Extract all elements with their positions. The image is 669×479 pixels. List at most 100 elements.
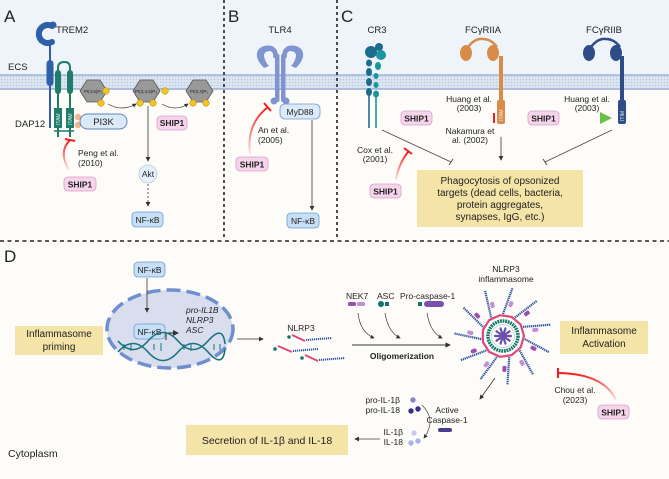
dna-helix-icon bbox=[117, 331, 226, 362]
nek7-unit bbox=[470, 348, 477, 354]
arrow-pip3-pip34 bbox=[161, 103, 189, 109]
ship1-badge-c-cr3 bbox=[369, 183, 402, 199]
arrow-nek7 bbox=[357, 312, 375, 339]
pip2-lipid-icon: PI(4,5)P₂ bbox=[79, 79, 110, 107]
ship1-label: SHIP1 bbox=[601, 408, 626, 418]
ship1-badge-b bbox=[235, 156, 269, 172]
citation-an-1: An et al. bbox=[258, 125, 289, 135]
phagocytosis-line-1: Phagocytosis of opsonized bbox=[441, 176, 560, 187]
activation-box bbox=[560, 321, 648, 354]
secretion-box bbox=[186, 425, 348, 455]
phagocytosis-line-2: targets (dead cells, bacteria, bbox=[437, 188, 563, 199]
inflammasome-label-2: inflammasome bbox=[478, 274, 534, 284]
priming-line-2: priming bbox=[43, 342, 76, 353]
citation-huang-b-2: (2003) bbox=[575, 103, 600, 113]
nlrp3-arm bbox=[501, 287, 514, 315]
nfkb-label-a: NF-κB bbox=[135, 215, 159, 225]
component-icons bbox=[348, 301, 444, 307]
nek7-unit bbox=[483, 361, 490, 368]
pro-il1b-label: pro-IL-1β bbox=[365, 395, 400, 405]
nlrp3-arm bbox=[459, 349, 487, 362]
pro-il18-label: pro-IL-18 bbox=[366, 405, 401, 415]
fcgriia-label: FCγRIIA bbox=[465, 25, 502, 36]
caspase-line-2: Caspase-1 bbox=[426, 415, 467, 425]
cytoplasm-label: Cytoplasm bbox=[8, 448, 58, 460]
ecs-label: ECS bbox=[8, 62, 28, 73]
fcgriia-receptor-icon: ITAM bbox=[460, 37, 505, 124]
citation-huang-a-2: (2003) bbox=[457, 103, 482, 113]
ship1-badge-a bbox=[63, 176, 97, 192]
priming-box bbox=[15, 326, 103, 355]
active-caspase-icon bbox=[438, 428, 452, 432]
myd88-label: MyD88 bbox=[287, 107, 314, 117]
nfkb-label-d-top: NF-κB bbox=[137, 265, 161, 275]
nlrp3-arm bbox=[506, 357, 511, 386]
cytokine-icons bbox=[408, 397, 421, 446]
pi3k-label: PI3K bbox=[93, 117, 114, 128]
pro-caspase-label: Pro-caspase-1 bbox=[400, 291, 456, 301]
ship1-badge-d bbox=[597, 404, 630, 420]
tlr4-receptor-icon bbox=[256, 45, 304, 105]
nfkb-label-b: NF-κB bbox=[291, 216, 315, 226]
inhibit-arrow-b bbox=[248, 106, 269, 155]
activation-line-1: Inflammasome bbox=[571, 326, 637, 337]
nek7-unit bbox=[502, 365, 507, 372]
nek7-label: NEK7 bbox=[346, 291, 368, 301]
trem2-receptor-icon bbox=[35, 21, 57, 128]
panel-label-c: C bbox=[341, 7, 353, 26]
itim-label-c: ITIM bbox=[620, 111, 626, 121]
fcgriib-label: FCγRIIB bbox=[586, 25, 622, 36]
arrow-pro-caspase bbox=[426, 312, 443, 339]
citation-cox-1: Cox et al. bbox=[357, 145, 393, 155]
pip3-label: PI(3,4,5)P₃ bbox=[135, 89, 157, 94]
il1b-label: IL-1β bbox=[383, 427, 403, 437]
tlr4-label: TLR4 bbox=[268, 25, 291, 36]
nlrp3-arm bbox=[522, 323, 552, 328]
dap12-adaptor-icon: ITAM ITAM bbox=[54, 61, 74, 137]
ecs-background bbox=[0, 0, 669, 82]
caspase-core bbox=[500, 333, 506, 339]
citation-an-2: (2005) bbox=[258, 135, 283, 145]
citation-peng-2: (2010) bbox=[78, 158, 103, 168]
nfkb-label-d-nucleus: NF-κB bbox=[137, 327, 161, 337]
citation-chou-2: (2023) bbox=[563, 395, 588, 405]
phagocytosis-line-3: protein aggregates, bbox=[457, 200, 543, 211]
citation-nakamura-2: al. (2002) bbox=[452, 135, 488, 145]
itam-label-c: ITAM bbox=[499, 109, 505, 121]
nek7-unit bbox=[532, 327, 539, 333]
pip3-lipid-icon: PI(3,4,5)P₃ bbox=[132, 79, 169, 107]
pi3k-box bbox=[79, 113, 128, 130]
secretion-label: Secretion of IL-1β and IL-18 bbox=[202, 435, 333, 447]
arrow-to-caspase bbox=[479, 377, 496, 400]
myd88-box bbox=[279, 103, 321, 120]
ship1-badge-c-itim bbox=[527, 110, 560, 126]
asc-inner-ring bbox=[491, 324, 515, 348]
nlrp3-arm bbox=[479, 356, 498, 381]
citation-huang-a-1: Huang et al. bbox=[446, 94, 492, 104]
trem2-label: TREM2 bbox=[56, 25, 88, 36]
nlrp3-arm bbox=[453, 332, 482, 341]
itam-label-2: ITAM bbox=[68, 113, 74, 125]
cr3-receptor-icon bbox=[365, 43, 386, 128]
ship1-label: SHIP1 bbox=[240, 160, 265, 170]
phospho-icon bbox=[74, 113, 82, 121]
nek7-unit bbox=[530, 345, 537, 351]
nfkb-box-d-top bbox=[133, 261, 166, 278]
panel-label-b: B bbox=[228, 7, 239, 26]
gene-pro-il1b: pro-IL1B bbox=[185, 305, 219, 315]
akt-node bbox=[138, 164, 158, 184]
nek7-unit bbox=[474, 312, 481, 319]
ship1-label: SHIP1 bbox=[373, 187, 398, 197]
fcgriib-to-phagocytosis bbox=[544, 129, 613, 163]
cr3-label: CR3 bbox=[367, 25, 386, 36]
ship1-badge-c-itam bbox=[400, 110, 433, 126]
nucleus bbox=[105, 288, 235, 370]
ship1-label: SHIP1 bbox=[404, 114, 429, 124]
gene-asc: ASC bbox=[185, 325, 204, 335]
citation-cox-2: (2001) bbox=[363, 154, 388, 164]
inhibit-arrow-d bbox=[558, 372, 617, 401]
inflammasome-label-1: NLRP3 bbox=[492, 264, 520, 274]
ship1-badge-a-lipid bbox=[156, 115, 188, 131]
ship1-label: SHIP1 bbox=[68, 180, 93, 190]
